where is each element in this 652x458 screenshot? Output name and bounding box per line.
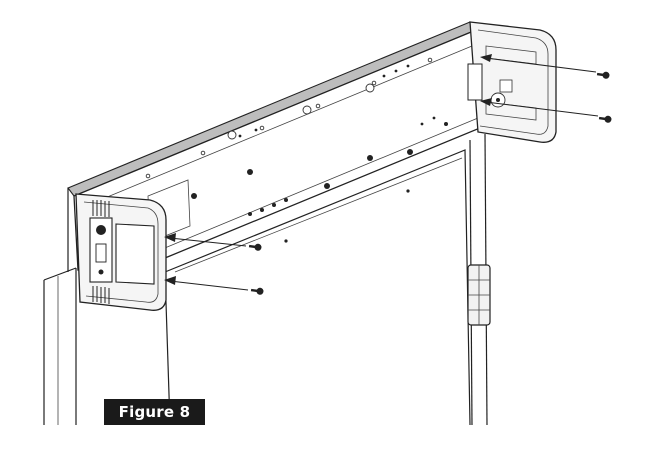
figure-label: Figure 8 bbox=[104, 399, 205, 425]
end-cap-right bbox=[467, 21, 557, 143]
end-cap-left bbox=[75, 193, 167, 311]
screw-icon bbox=[248, 71, 612, 295]
door-hinge bbox=[467, 264, 491, 326]
arrow-icon bbox=[164, 54, 599, 291]
